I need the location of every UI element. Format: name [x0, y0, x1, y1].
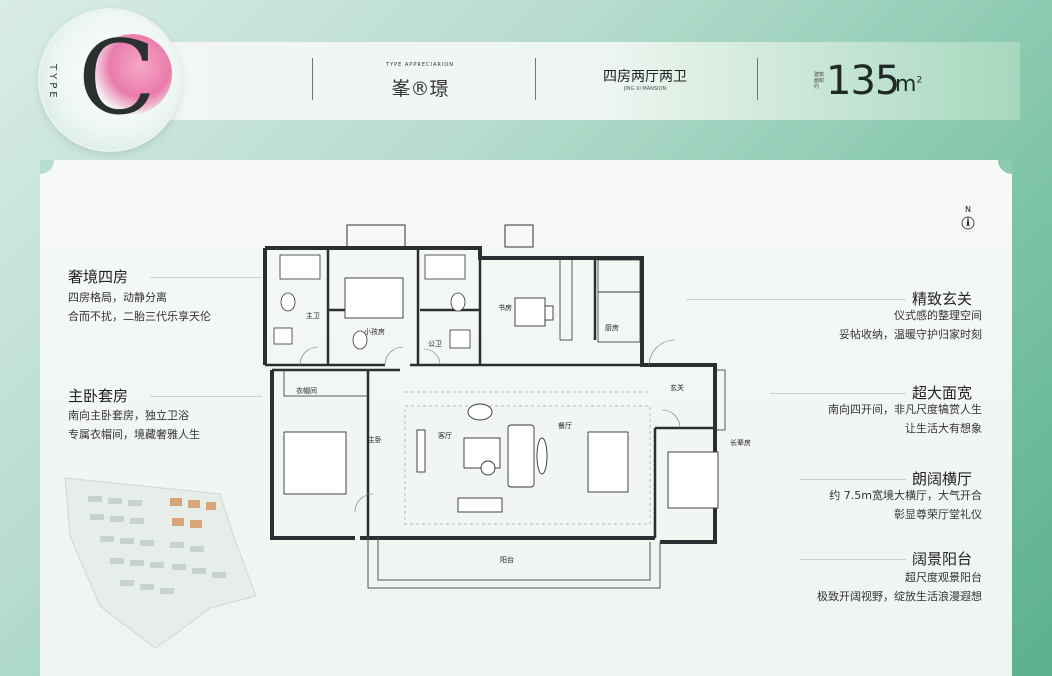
room-label-master-bath: 主卫	[306, 311, 320, 320]
feature-desc-line: 四房格局，动静分离	[68, 291, 167, 304]
living-furniture	[416, 403, 535, 513]
feature-title: 精致玄关	[912, 290, 973, 308]
layout-subtitle: JING XI MANSION	[623, 86, 667, 92]
area-value: 135	[826, 58, 900, 104]
site-plan-map	[64, 477, 257, 649]
compass-letter: N	[965, 205, 971, 214]
area-unit-text: m	[895, 72, 917, 97]
north-compass-icon: N	[961, 205, 975, 230]
feature-desc: 南向四开间，非凡尺度犒赏人生 让生活大有想象	[782, 400, 982, 438]
room-label-public-bath: 公卫	[428, 340, 442, 348]
feature-title: 超大面宽	[912, 384, 973, 402]
room-label-kitchen: 厨房	[605, 323, 619, 332]
feature-desc-line: 极致开阔视野，绽放生活浪漫遐想	[817, 590, 982, 603]
brand-name: 峯®璟	[391, 78, 449, 100]
room-label-master-bedroom: 主卧	[368, 435, 382, 444]
open-space-lines	[404, 391, 652, 525]
exterior-walls	[263, 246, 717, 544]
feature-desc-line: 让生活大有想象	[905, 422, 982, 435]
feature-leader-line	[150, 277, 262, 278]
feature-desc-line: 合而不扰，二胎三代乐享天伦	[68, 310, 211, 323]
feature-desc: 仪式感的整理空间 妥帖收纳，温暖守护归家时刻	[818, 306, 982, 344]
feature-desc-line: 南向四开间，非凡尺度犒赏人生	[828, 403, 982, 416]
room-labels: 主卫 小孩房 公卫 书房 厨房 衣帽间 玄关 主卧 客厅 餐厅 长辈房 阳台	[296, 303, 751, 564]
layout-title: 四房两厅两卫	[603, 69, 687, 85]
interior-walls	[265, 248, 715, 538]
type-label: TYPE	[47, 64, 58, 101]
feature-title: 阔景阳台	[912, 550, 973, 568]
badge-blob	[92, 34, 172, 114]
feature-title: 奢境四房	[68, 268, 129, 286]
dining-furniture	[536, 431, 629, 493]
type-letter: C	[78, 19, 157, 138]
feature-desc-line: 妥帖收纳，温暖守护归家时刻	[839, 328, 982, 341]
brand-subtitle: TYPE APPRECIARION	[386, 62, 454, 68]
area-unit: m2	[895, 72, 922, 97]
feature-desc-line: 约 7.5m宽境大横厅，大气开合	[829, 489, 982, 502]
feature-title: 主卧套房	[68, 387, 129, 405]
room-label-study: 书房	[498, 303, 512, 312]
beds	[283, 277, 719, 509]
room-label-balcony: 阳台	[500, 555, 514, 564]
balcony-outline	[367, 538, 661, 589]
room-label-cloakroom: 衣帽间	[296, 386, 317, 395]
feature-desc-line: 专属衣帽间，境藏奢雅人生	[68, 428, 200, 441]
study-furniture	[514, 297, 554, 327]
feature-leader-line	[770, 393, 906, 394]
area-label: 建筑面积约	[814, 72, 825, 90]
windows-top	[346, 224, 534, 248]
header-bar	[100, 42, 1020, 120]
feature-leader-line	[800, 559, 906, 560]
room-label-foyer: 玄关	[670, 383, 684, 392]
feature-leader-line	[800, 479, 906, 480]
room-label-living-room: 客厅	[438, 431, 452, 440]
room-label-kids-room: 小孩房	[364, 327, 385, 336]
feature-desc-line: 仪式感的整理空间	[894, 309, 982, 322]
area-unit-sup: 2	[916, 75, 923, 86]
room-label-elder-room: 长辈房	[730, 438, 751, 447]
room-label-dining-room: 餐厅	[558, 421, 572, 430]
bathroom-fixtures	[273, 254, 471, 350]
type-badge: C TYPE	[40, 10, 180, 150]
header-divider	[535, 58, 536, 100]
feature-desc: 超尺度观景阳台 极致开阔视野，绽放生活浪漫遐想	[782, 568, 982, 606]
floor-plan: 主卫 小孩房 公卫 书房 厨房 衣帽间 玄关 主卧 客厅 餐厅 长辈房 阳台	[263, 224, 751, 589]
door-swings	[299, 339, 681, 513]
feature-desc: 南向主卧套房，独立卫浴 专属衣帽间，境藏奢雅人生	[68, 406, 200, 444]
feature-desc-line: 南向主卧套房，独立卫浴	[68, 409, 189, 422]
feature-desc: 约 7.5m宽境大横厅，大气开合 彰显尊荣厅堂礼仪	[782, 486, 982, 524]
cabinets	[283, 257, 726, 431]
feature-title: 朗阔横厅	[912, 470, 973, 488]
header-divider	[757, 58, 758, 100]
feature-desc-line: 彰显尊荣厅堂礼仪	[894, 508, 982, 521]
feature-leader-line	[686, 299, 906, 300]
header-divider	[312, 58, 313, 100]
feature-leader-line	[150, 396, 262, 397]
feature-desc-line: 超尺度观景阳台	[905, 571, 982, 584]
feature-desc: 四房格局，动静分离 合而不扰，二胎三代乐享天伦	[68, 288, 211, 326]
